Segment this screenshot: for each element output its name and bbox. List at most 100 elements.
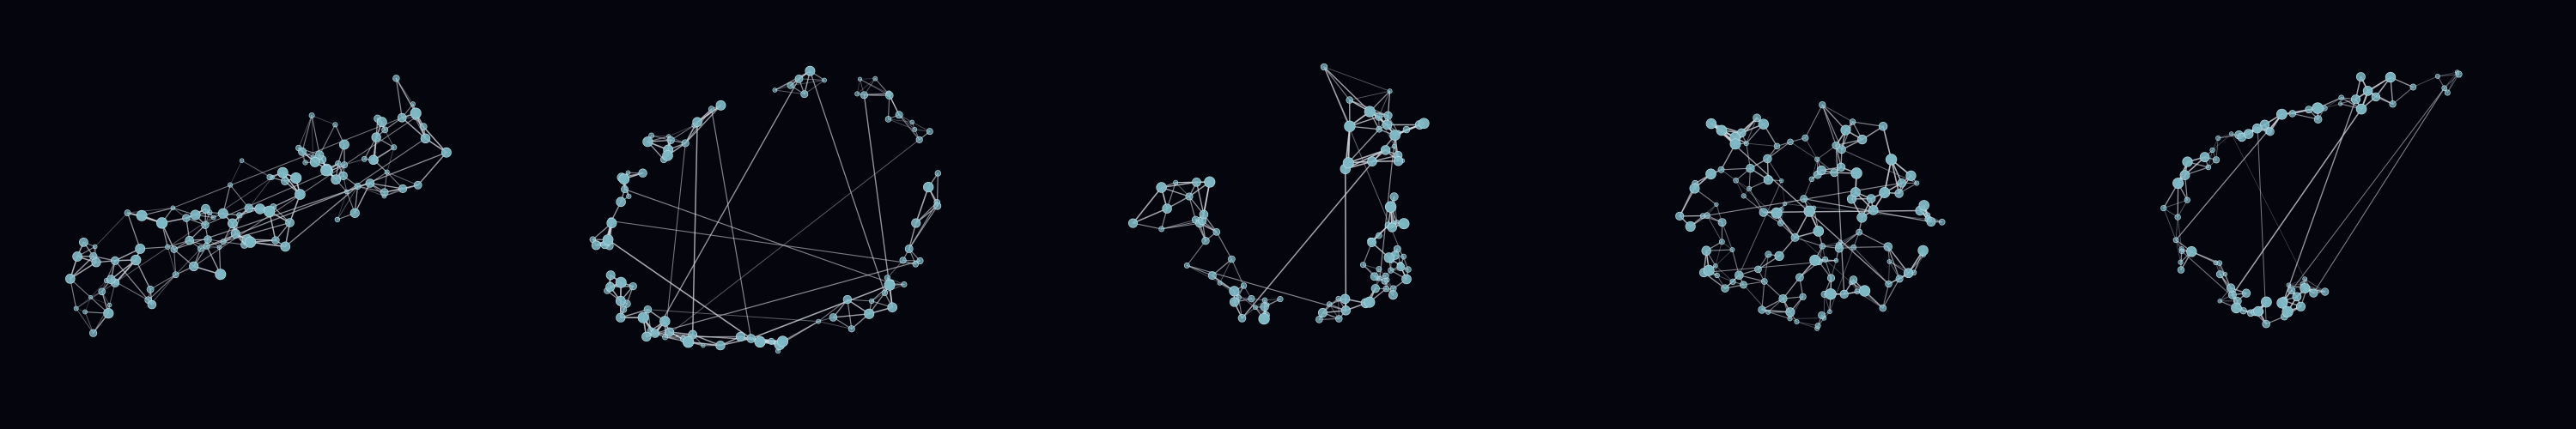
network-node — [1162, 203, 1172, 214]
network-edge — [1887, 245, 1910, 275]
network-node — [295, 189, 306, 200]
network-node — [615, 276, 627, 288]
network-node — [92, 244, 98, 250]
network-edge — [2212, 133, 2233, 151]
network-node — [1754, 265, 1762, 274]
network-node — [290, 172, 302, 184]
network-edge — [1735, 179, 1852, 283]
network-node — [1335, 295, 1341, 302]
network-node — [1743, 141, 1749, 147]
network-node — [1833, 257, 1839, 263]
network-node — [872, 76, 878, 82]
network-node — [1217, 280, 1223, 286]
network-edge — [70, 255, 94, 280]
network-edge — [401, 117, 427, 140]
network-edge — [1230, 258, 1245, 287]
network-node — [2287, 286, 2296, 295]
network-node — [1787, 138, 1794, 146]
network-node — [2275, 108, 2287, 120]
network-node — [620, 305, 628, 313]
network-node — [901, 281, 908, 288]
network-node — [848, 325, 855, 333]
network-node — [881, 289, 889, 296]
network-edge — [2163, 208, 2177, 241]
network-node — [298, 147, 307, 156]
network-node — [197, 245, 204, 252]
network-node — [215, 269, 227, 281]
network-node — [1375, 112, 1383, 121]
network-node — [1885, 280, 1893, 288]
network-edge — [229, 160, 242, 185]
network-node — [1391, 143, 1397, 149]
graph-panel-elongated-cloud — [65, 75, 452, 337]
network-node — [1794, 318, 1800, 325]
network-edge — [1132, 222, 1163, 230]
network-node — [2338, 94, 2345, 101]
network-node — [244, 236, 257, 248]
network-node — [146, 285, 155, 293]
network-edge — [720, 337, 752, 347]
network-node — [1277, 296, 1284, 303]
network-node — [1714, 272, 1720, 279]
network-node — [2216, 260, 2223, 266]
network-edge — [1821, 104, 1854, 123]
network-edge — [241, 160, 270, 178]
network-node — [643, 305, 653, 314]
network-node — [2199, 152, 2210, 162]
network-node — [334, 216, 341, 223]
network-node — [1856, 212, 1868, 223]
network-node — [135, 243, 146, 254]
network-node — [1850, 244, 1857, 251]
network-node — [1204, 176, 1216, 188]
network-edge — [1789, 317, 1825, 319]
network-node — [805, 65, 816, 76]
network-node — [650, 329, 660, 338]
network-node — [2389, 100, 2397, 108]
network-node — [904, 245, 914, 253]
network-node — [642, 136, 653, 148]
network-node — [1383, 252, 1394, 263]
network-edge — [1761, 281, 1765, 311]
network-node — [239, 158, 245, 163]
network-edge — [884, 284, 905, 293]
network-node — [2253, 305, 2263, 317]
network-node — [1818, 311, 1826, 319]
network-node — [2184, 196, 2190, 203]
network-node — [885, 91, 894, 100]
network-edge — [1349, 90, 1391, 101]
network-node — [884, 116, 892, 123]
network-node — [88, 294, 94, 300]
network-node — [410, 107, 422, 119]
network-node — [308, 112, 315, 119]
network-edge — [1160, 181, 1198, 189]
network-edge — [1186, 240, 1206, 266]
network-edge — [1781, 180, 1786, 204]
network-node — [2262, 319, 2270, 329]
network-node — [1364, 106, 1376, 118]
network-node — [1747, 185, 1753, 191]
network-node — [1199, 209, 1209, 220]
network-node — [1158, 226, 1165, 233]
network-node — [440, 147, 452, 158]
network-node — [263, 205, 276, 217]
network-node — [1381, 277, 1388, 285]
network-node — [320, 164, 332, 177]
network-node — [2276, 297, 2288, 309]
network-edge — [76, 308, 94, 334]
network-node — [220, 239, 227, 245]
network-edge — [691, 121, 698, 335]
network-edge — [1794, 237, 1823, 247]
network-node — [1383, 111, 1393, 120]
network-edge — [311, 115, 313, 158]
network-node — [860, 91, 868, 100]
network-node — [2292, 292, 2302, 302]
network-edge — [908, 202, 938, 250]
network-node — [254, 203, 265, 214]
network-edge — [369, 182, 404, 190]
network-node — [2217, 299, 2222, 304]
network-node — [82, 309, 88, 315]
network-node — [1819, 101, 1826, 109]
network-node — [1156, 182, 1167, 193]
network-edge — [1132, 208, 1168, 224]
network-edge — [127, 207, 173, 214]
